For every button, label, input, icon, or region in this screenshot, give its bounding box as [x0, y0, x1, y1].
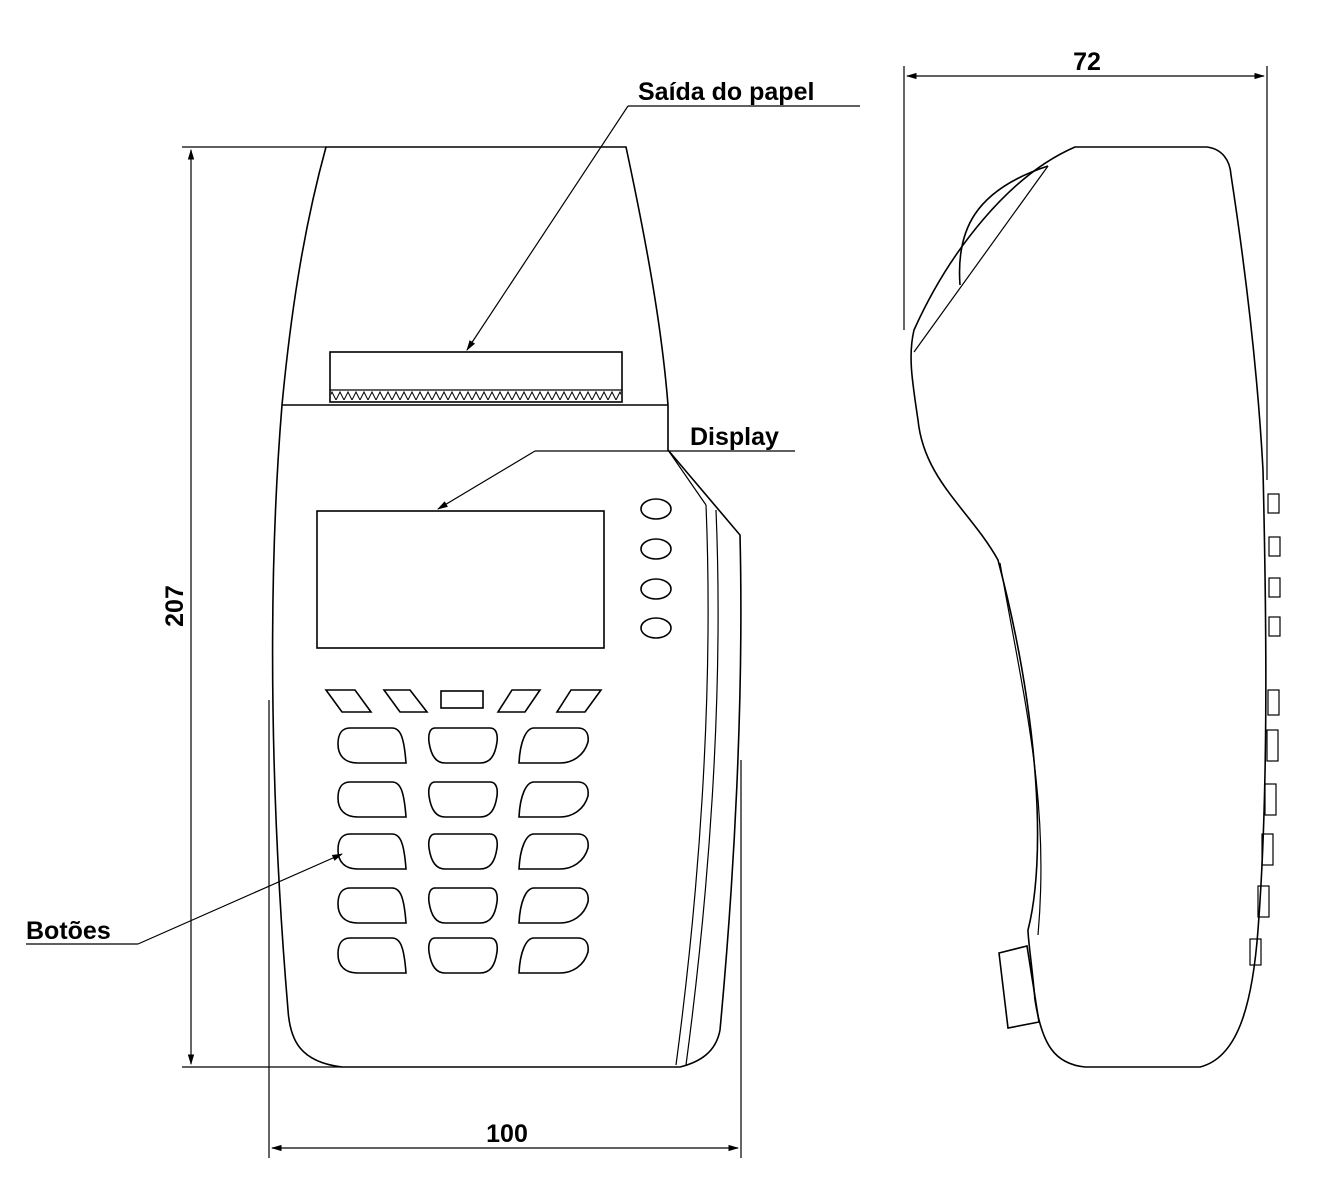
side-button-stubs — [1249, 493, 1281, 966]
function-key[interactable] — [496, 689, 542, 713]
side-key-stub[interactable] — [1267, 493, 1280, 514]
front-body-outline — [271, 146, 742, 1068]
keypad-key[interactable] — [337, 833, 407, 870]
display-screen — [316, 510, 605, 649]
keypad-key[interactable] — [337, 937, 407, 974]
side-key-stub[interactable] — [1264, 783, 1277, 816]
side-key-stub[interactable] — [1249, 938, 1262, 966]
height-dimension: 207 — [161, 146, 342, 1068]
keypad-key[interactable] — [337, 727, 407, 764]
paper-slot — [329, 351, 623, 403]
keypad-key[interactable] — [518, 937, 589, 974]
function-key[interactable] — [555, 689, 603, 713]
keypad-key[interactable] — [427, 781, 499, 818]
front-view: 207 100 Saída do papel Display Botões — [26, 78, 860, 1158]
side-button[interactable] — [640, 538, 672, 560]
side-key-stub[interactable] — [1261, 833, 1274, 866]
side-button[interactable] — [640, 578, 672, 600]
display-callout: Display — [437, 423, 795, 510]
width-dimension-label: 100 — [486, 1120, 528, 1148]
keypad-key[interactable] — [518, 781, 589, 818]
side-edge-line-1 — [675, 504, 709, 1066]
paper-exit-label: Saída do papel — [638, 78, 814, 106]
display-label: Display — [690, 423, 779, 451]
keypad-key[interactable] — [337, 887, 407, 924]
keypad-key[interactable] — [518, 727, 589, 764]
depth-dimension: 72 — [903, 48, 1268, 480]
keypad-key[interactable] — [518, 887, 589, 924]
keypad-key[interactable] — [427, 937, 499, 974]
side-body-outline — [910, 146, 1267, 1068]
side-back-curve — [999, 562, 1042, 936]
side-edge-line-2 — [685, 509, 719, 1066]
paper-exit-callout: Saída do papel — [466, 78, 860, 351]
function-key[interactable] — [440, 690, 484, 709]
keypad-key[interactable] — [518, 833, 589, 870]
width-dimension: 100 — [268, 700, 742, 1158]
keypad-key[interactable] — [427, 887, 499, 924]
paper-edge-line — [913, 165, 1049, 353]
depth-dimension-label: 72 — [1073, 48, 1101, 76]
side-view: 72 — [903, 48, 1281, 1068]
keypad-key[interactable] — [337, 781, 407, 818]
function-key[interactable] — [382, 689, 429, 713]
function-key[interactable] — [324, 689, 373, 713]
side-connector[interactable] — [998, 945, 1040, 1029]
side-key-stub[interactable] — [1257, 885, 1270, 918]
side-key-stub[interactable] — [1268, 536, 1281, 557]
keypad-key[interactable] — [427, 833, 499, 870]
side-bevel — [667, 449, 707, 506]
side-key-stub[interactable] — [1268, 577, 1281, 598]
side-button[interactable] — [640, 498, 672, 520]
buttons-callout: Botões — [26, 853, 343, 945]
keypad — [337, 727, 589, 974]
buttons-label: Botões — [26, 917, 111, 945]
height-dimension-label: 207 — [161, 585, 189, 627]
side-key-stub[interactable] — [1267, 689, 1280, 716]
keypad-key[interactable] — [427, 727, 499, 764]
side-button[interactable] — [640, 617, 672, 639]
function-keys — [324, 689, 603, 713]
paper-roll-outline — [958, 165, 1049, 286]
side-key-stub[interactable] — [1268, 616, 1281, 637]
side-key-stub[interactable] — [1266, 729, 1279, 762]
